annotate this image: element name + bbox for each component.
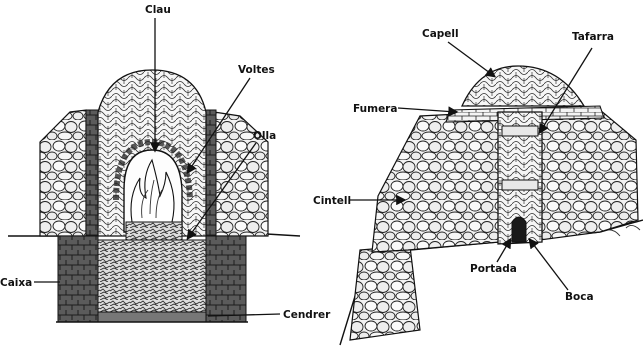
- caixa-base-right: [206, 236, 246, 322]
- fuel-pile: [126, 222, 182, 240]
- label-voltes: Voltes: [238, 64, 275, 76]
- label-portada: Portada: [470, 263, 517, 275]
- label-capell: Capell: [422, 28, 459, 40]
- arrow-fumera: [398, 108, 456, 112]
- label-caixa: Caixa: [0, 277, 32, 289]
- label-olla: Olla: [253, 130, 276, 142]
- label-boca: Boca: [565, 291, 594, 303]
- cintell-wall: [372, 112, 500, 252]
- label-cintell: Cintell: [313, 195, 351, 207]
- kiln-cross-section: [8, 70, 300, 322]
- portal-lintel-2: [502, 180, 538, 190]
- label-fumera: Fumera: [353, 103, 397, 115]
- arrow-boca: [530, 240, 568, 290]
- capell-dome: [462, 66, 584, 106]
- kiln-body-right: [540, 110, 638, 240]
- outer-wall-left: [40, 110, 86, 236]
- cendrer-pit: [98, 312, 206, 322]
- retaining-wall: [350, 246, 420, 340]
- label-cendrer: Cendrer: [283, 309, 331, 321]
- lower-pit: [98, 240, 206, 320]
- label-tafarra: Tafarra: [572, 31, 614, 43]
- tafarra-lintel: [502, 126, 538, 136]
- boca-opening: [512, 217, 526, 242]
- caixa-base: [58, 236, 98, 322]
- label-clau: Clau: [145, 4, 171, 16]
- arrow-capell: [448, 42, 494, 76]
